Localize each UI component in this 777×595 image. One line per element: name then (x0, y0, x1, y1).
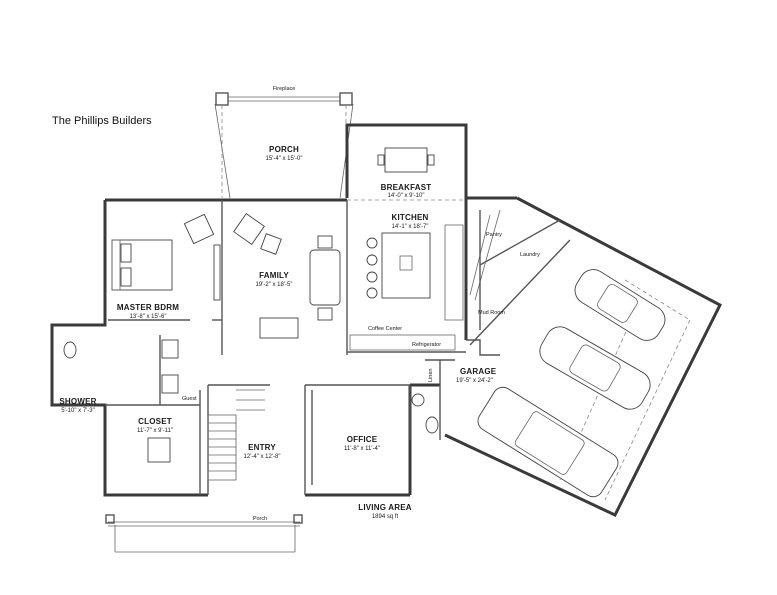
dim-closet: 11'-7" x 9'-11" (137, 428, 173, 434)
dim-office: 11'-8" x 11'-4" (344, 446, 380, 452)
label-refrigerator: Refrigerator (412, 342, 441, 348)
brand-title: The Phillips Builders (52, 115, 152, 127)
label-shower: SHOWER (59, 397, 96, 406)
label-family: FAMILY (259, 271, 289, 280)
label-entry: ENTRY (248, 443, 276, 452)
label-mud-room: Mud Room (478, 310, 505, 316)
car-1 (574, 269, 666, 341)
car-3 (477, 386, 619, 498)
dim-shower: 5'-10" x 7'-3" (61, 408, 95, 414)
label-breakfast: BREAKFAST (381, 183, 432, 192)
dim-porch-top: 15'-4" x 15'-0" (266, 156, 303, 162)
dim-entry: 12'-4" x 12'-8" (244, 454, 281, 460)
coffee-table (260, 233, 282, 255)
dim-kitchen: 14'-1" x 18'-7" (392, 224, 429, 230)
master-chair (183, 213, 215, 245)
family-fireplace (213, 244, 221, 301)
kitchen-island (381, 232, 431, 299)
label-linen: Linen (428, 369, 434, 382)
interior-walls (105, 199, 481, 495)
family-sofa (309, 249, 341, 306)
dim-breakfast: 14'-0" x 9'-10" (388, 193, 425, 199)
label-guest: Guest (182, 396, 197, 402)
dim-garage: 19'-5" x 24'-2" (456, 378, 493, 384)
furniture (63, 147, 464, 463)
stairs (207, 389, 265, 481)
label-porch-top: PORCH (269, 145, 299, 154)
dim-family: 19'-2" x 18'-5" (256, 282, 293, 288)
car-2 (539, 326, 651, 410)
dim-living-area: 1894 sq ft (372, 514, 399, 520)
room-labels: Fireplace PORCH 15'-4" x 15'-0" BREAKFAS… (59, 86, 540, 522)
label-porch-bottom: Porch (253, 516, 267, 522)
top-porch (214, 92, 354, 199)
garage (444, 196, 722, 517)
breakfast-table (384, 147, 428, 173)
label-pantry: Pantry (486, 232, 502, 238)
label-laundry: Laundry (520, 252, 540, 258)
closet-island (147, 437, 171, 463)
bottom-porch (105, 514, 303, 553)
label-garage: GARAGE (460, 367, 497, 376)
label-office: OFFICE (347, 435, 378, 444)
dim-master: 13'-8" x 15'-6" (130, 314, 167, 320)
label-fireplace: Fireplace (273, 86, 296, 92)
label-living-area: LIVING AREA (358, 503, 411, 512)
family-bench (259, 317, 299, 339)
label-coffee-center: Coffee Center (368, 326, 402, 332)
label-closet: CLOSET (138, 417, 172, 426)
toilet (63, 341, 77, 359)
family-chair-1 (233, 213, 265, 245)
label-master: MASTER BDRM (117, 303, 179, 312)
label-kitchen: KITCHEN (392, 213, 429, 222)
